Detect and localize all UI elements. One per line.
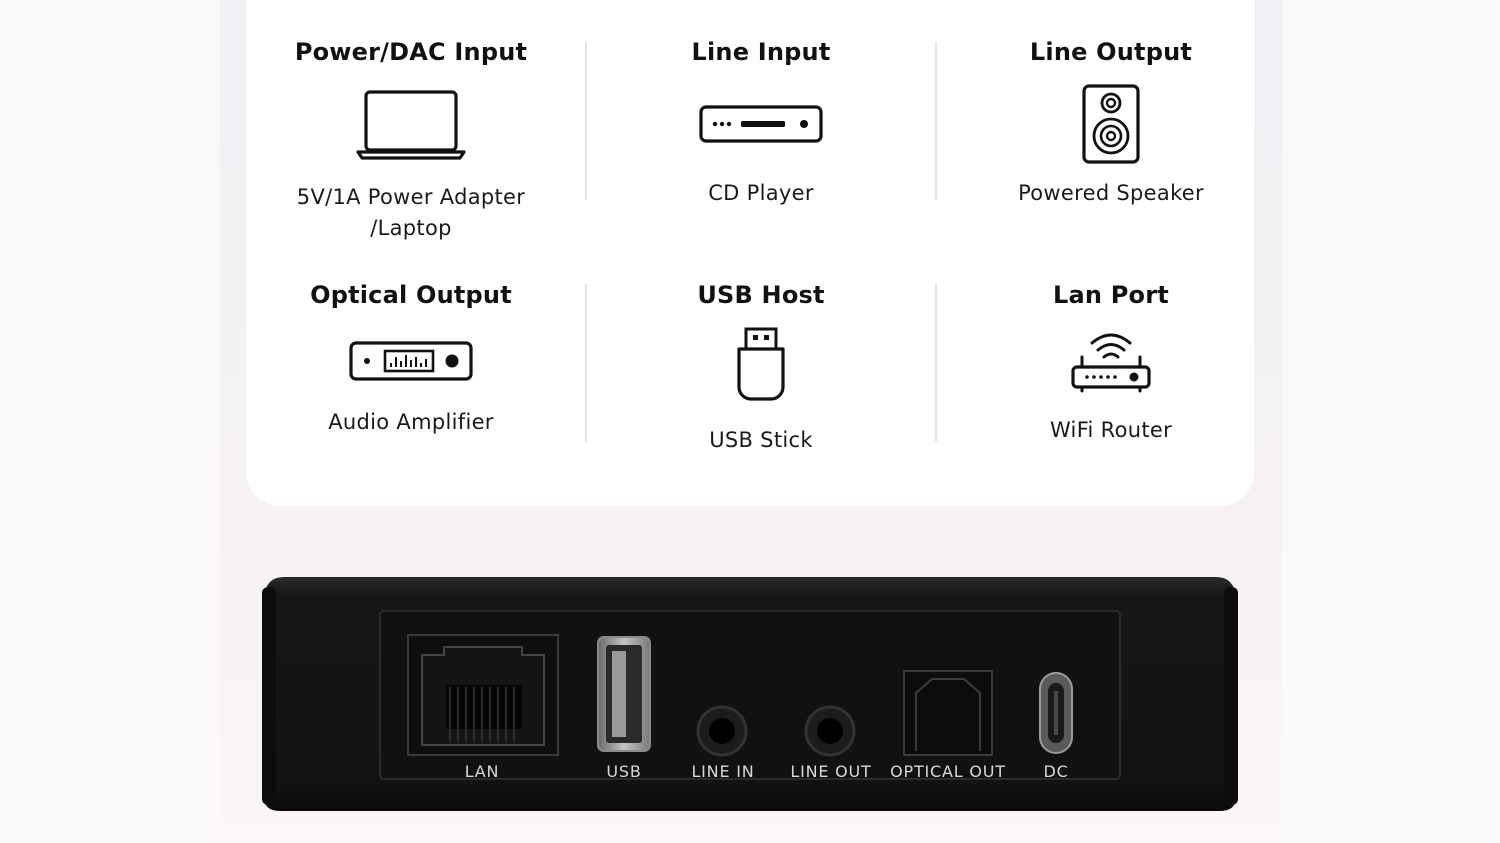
column-divider bbox=[935, 42, 937, 200]
optical-out-port bbox=[903, 670, 993, 756]
feature-title: Lan Port bbox=[1053, 281, 1169, 309]
port-label-dc: DC bbox=[1043, 762, 1069, 781]
line-in-jack bbox=[696, 705, 748, 757]
port-label-line-in: LINE IN bbox=[691, 762, 755, 781]
column-divider bbox=[585, 42, 587, 200]
feature-optical-output: Optical Output Audio Amplifier bbox=[236, 281, 586, 438]
feature-caption: CD Player bbox=[708, 181, 814, 205]
wifi-router-icon bbox=[1071, 333, 1151, 393]
usb-port bbox=[597, 636, 651, 752]
feature-caption: WiFi Router bbox=[1049, 418, 1173, 442]
line-out-jack bbox=[804, 705, 856, 757]
streamer-rear-panel bbox=[262, 577, 1238, 811]
feature-usb-host: USB Host USB Stick bbox=[586, 281, 936, 456]
port-label-usb: USB bbox=[606, 762, 642, 781]
feature-title: USB Host bbox=[697, 281, 825, 309]
feature-caption: USB Stick bbox=[709, 428, 813, 452]
amplifier-icon bbox=[349, 341, 473, 381]
feature-line-input: Line Input CD Player bbox=[586, 38, 936, 209]
feature-title: Optical Output bbox=[310, 281, 512, 309]
lan-port bbox=[407, 634, 559, 756]
feature-caption: 5V/1A Power Adapter /Laptop bbox=[296, 185, 526, 240]
usb-stick-icon bbox=[737, 327, 785, 401]
feature-title: Power/DAC Input bbox=[294, 38, 528, 66]
feature-title: Line Output bbox=[1029, 38, 1193, 66]
column-divider bbox=[935, 284, 937, 442]
port-label-optical-out: OPTICAL OUT bbox=[890, 762, 1006, 781]
feature-line-output: Line Output Powered Speaker bbox=[936, 38, 1286, 209]
feature-title: Line Input bbox=[691, 38, 831, 66]
feature-lan-port: Lan Port WiFi Router bbox=[936, 281, 1286, 446]
cd-player-icon bbox=[699, 105, 823, 143]
feature-caption: Audio Amplifier bbox=[328, 410, 494, 434]
column-divider bbox=[585, 284, 587, 442]
feature-caption: Powered Speaker bbox=[1018, 181, 1204, 205]
connectivity-card bbox=[246, 0, 1254, 506]
port-label-line-out: LINE OUT bbox=[790, 762, 872, 781]
laptop-icon bbox=[356, 90, 466, 160]
port-label-lan: LAN bbox=[464, 762, 500, 781]
feature-power-dac-input: Power/DAC Input 5V/1A Power Adapter /Lap… bbox=[236, 38, 586, 244]
dc-usb-c-port bbox=[1039, 672, 1073, 754]
speaker-icon bbox=[1082, 84, 1140, 164]
